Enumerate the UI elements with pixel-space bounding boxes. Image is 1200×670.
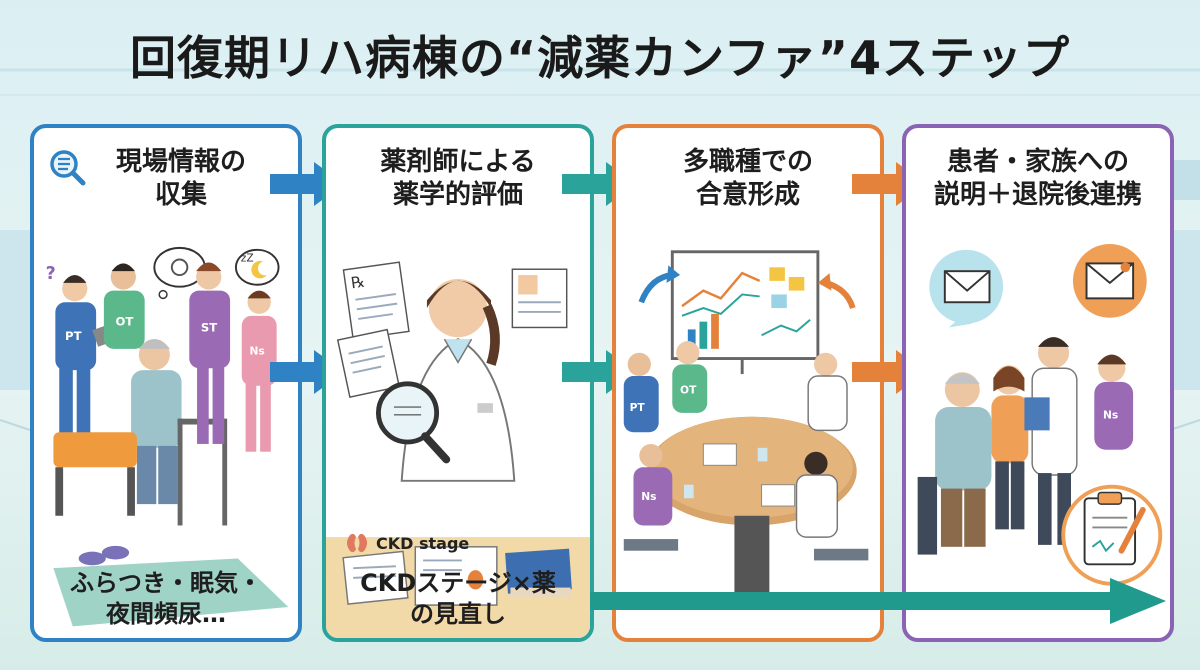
question-mark: ? [46, 264, 56, 284]
magnifier-list-icon [50, 150, 86, 186]
step-2-footer-line-1: CKDステージ×薬 [360, 569, 556, 597]
pt-label-2: PT [630, 401, 646, 414]
step-1-illustration: zZ ? PT OT ST [46, 246, 289, 627]
sleep-moon-icon: zZ [234, 248, 280, 286]
ckd-caption-text: CKD stage [376, 533, 470, 553]
step-4-title-line-1: 患者・家族への [946, 147, 1129, 177]
long-flow-arrow [590, 578, 1166, 624]
step-4-illustration: Ns [917, 244, 1163, 586]
rx-symbol: ℞ [350, 273, 366, 293]
step-1-footer-line-2: 夜間頻尿… [106, 600, 226, 629]
step-4-title-line-2: 説明＋退院後連携 [933, 180, 1142, 211]
ns-label-3: Ns [1103, 409, 1118, 422]
step-3-illustration: PT OT Ns [623, 250, 869, 604]
step-2-title-line-1: 薬剤師による [380, 147, 536, 177]
st-label: ST [201, 320, 217, 334]
ns-label-2: Ns [641, 490, 656, 503]
step-4-panel: 患者・家族への 説明＋退院後連携 [902, 124, 1174, 642]
kidney-icon [347, 533, 367, 553]
step-1-panel: 現場情報の 収集 zZ ? PT OT [30, 124, 302, 642]
ot-label: OT [116, 315, 134, 329]
ns-label: Ns [249, 345, 264, 358]
step-2-footer: CKDステージ×薬 の見直し [326, 568, 590, 630]
ckd-caption: CKD stage [344, 532, 469, 554]
step-1-title: 現場情報の 収集 [34, 146, 298, 213]
page-title: 回復期リハ病棟の“減薬カンファ”4ステップ [129, 31, 1071, 85]
step-2-panel: 薬剤師による 薬学的評価 ℞ [322, 124, 594, 642]
step-2-illustration: ℞ [326, 261, 590, 638]
step-1-title-line-2: 収集 [154, 180, 207, 211]
step-3-title-line-1: 多職種での [682, 147, 813, 177]
thought-bubble-icon [153, 246, 206, 300]
step-1-footer-line-1: ふらつき・眠気・ [70, 569, 262, 597]
sleep-zz-label: zZ [241, 251, 254, 264]
mail-icon [929, 249, 1004, 328]
step-3-title: 多職種での 合意形成 [616, 146, 880, 213]
step-1-footer: ふらつき・眠気・ 夜間頻尿… [34, 568, 298, 630]
clipboard-icon [1061, 484, 1163, 586]
step-4-title: 患者・家族への 説明＋退院後連携 [906, 146, 1170, 213]
ot-label-2: OT [680, 383, 697, 396]
step-3-panel: 多職種での 合意形成 PT OT Ns [612, 124, 884, 642]
step-3-title-line-2: 合意形成 [695, 180, 800, 211]
step-2-title-line-2: 薬学的評価 [392, 180, 523, 211]
step-2-title: 薬剤師による 薬学的評価 [326, 146, 590, 213]
envelope-icon [1072, 244, 1147, 318]
step-1-title-line-1: 現場情報の [115, 147, 246, 177]
pt-label: PT [65, 329, 82, 343]
step-2-footer-line-2: の見直し [410, 600, 506, 629]
